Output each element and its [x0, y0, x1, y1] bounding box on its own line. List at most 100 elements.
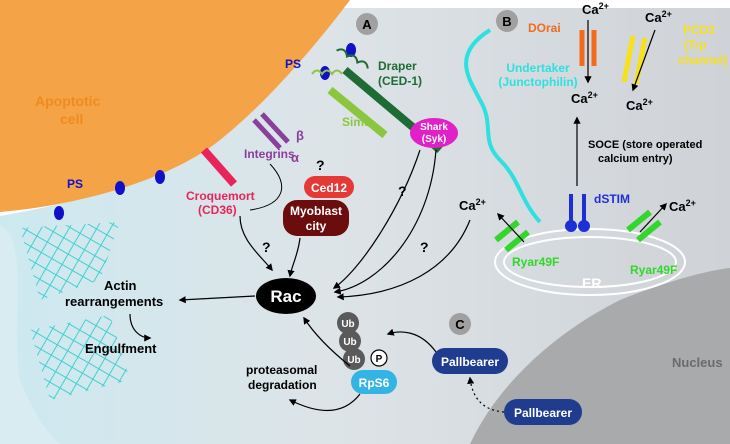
arrow-croquemort-rac	[239, 215, 273, 272]
shark-node	[410, 118, 458, 148]
proteasomal-label-2: degradation	[248, 378, 317, 392]
pcd2-label-3: channel)	[678, 53, 727, 67]
apoptotic-cell-label: Apoptotic	[35, 93, 101, 109]
myoblast-city-node	[283, 200, 349, 236]
ub-label: Ub	[347, 355, 360, 366]
ps-dot	[320, 66, 330, 80]
actin-label-2: rearrangements	[65, 294, 163, 309]
ryar-right-label: Ryar49F	[630, 263, 677, 277]
simu-receptor	[327, 86, 388, 139]
simu-label: Simu	[342, 115, 371, 129]
ps-dot	[115, 181, 125, 195]
integrins-label: Integrins	[244, 147, 295, 161]
draper-label-2: (CED-1)	[378, 74, 422, 88]
phagocyte-cell-lower	[0, 225, 60, 444]
simu-coil	[311, 69, 343, 76]
ryar-right-a	[626, 209, 652, 233]
integrin-connector	[249, 163, 283, 211]
croquemort-receptor	[201, 147, 237, 187]
ub-node	[339, 330, 361, 352]
panel-c-badge	[449, 313, 471, 335]
ps-label-top: PS	[285, 57, 301, 71]
croquemort-label: Croquemort	[186, 189, 255, 203]
myoblast-label: Myoblast	[290, 204, 342, 218]
ps-dot	[54, 206, 64, 220]
dstim-head-left	[565, 220, 577, 232]
calcium-release-2: Ca2+	[669, 198, 696, 214]
calcium-extracellular-1: Ca2+	[582, 1, 609, 17]
er-outline-inner	[503, 236, 677, 288]
ub-label: Ub	[341, 319, 354, 330]
undertaker-strand	[464, 28, 542, 224]
arrow-rps6-rac	[303, 316, 351, 367]
ryar-left-b	[504, 229, 530, 253]
dstim-label: dSTIM	[594, 192, 630, 206]
ub-label: Ub	[343, 337, 356, 348]
arrow-ryar-right	[639, 202, 667, 233]
apoptotic-cell-label-2: cell	[60, 111, 83, 127]
shark-label: Shark	[420, 122, 448, 133]
arrow-pallbearer-ub	[386, 328, 437, 353]
ub-node	[337, 312, 359, 334]
draper-coil	[336, 48, 369, 69]
ps-label-bottom: PS	[67, 177, 83, 191]
integrin-beta	[252, 118, 282, 150]
panel-a-label: A	[362, 17, 372, 32]
arrow-myoblast-rac	[287, 237, 301, 278]
arrow-actin-engulfment	[129, 313, 152, 342]
actin-label: Actin	[104, 278, 137, 293]
question-integrin: ?	[316, 157, 325, 173]
question-draper: ?	[398, 183, 407, 199]
pcd2-label-2: (Trp	[684, 38, 707, 52]
arrow-pcd2-influx	[631, 29, 656, 92]
rps6-label: RpS6	[359, 376, 390, 390]
integrin-alpha-label: α	[291, 150, 299, 165]
shark-label-2: (Syk)	[422, 134, 446, 145]
panel-c-label: C	[455, 317, 465, 332]
ced12-node	[304, 176, 354, 198]
draper-label: Draper	[378, 59, 417, 73]
phospho-node	[370, 349, 388, 367]
arrow-shark-rac	[333, 149, 437, 295]
engulfment-label: Engulfment	[85, 341, 157, 356]
question-croquemort: ?	[262, 239, 271, 255]
undertaker-label-2: (Junctophilin)	[498, 75, 577, 89]
ryar-right-b	[636, 219, 662, 243]
calcium-influx-1: Ca2+	[571, 90, 598, 106]
phagocyte-cell	[0, 8, 730, 444]
arrow-rac-actin	[178, 295, 256, 304]
integrin-alpha	[260, 112, 290, 144]
er-label: ER	[582, 275, 601, 291]
arrow-draper-rac	[332, 149, 421, 289]
croquemort-label-2: (CD36)	[198, 203, 237, 217]
panel-a-badge	[356, 13, 378, 35]
er-outline-outer	[494, 228, 686, 296]
calcium-extracellular-2: Ca2+	[645, 9, 672, 25]
arrow-rps6-degradation	[288, 393, 361, 412]
dorai-label: DOrai	[528, 21, 561, 35]
dstim-head-right	[578, 220, 590, 232]
ced12-label: Ced12	[311, 181, 347, 195]
rac-node	[256, 278, 316, 314]
pallbearer-nuclear-node	[504, 399, 582, 425]
actin-mesh-lower	[30, 315, 130, 400]
rac-label: Rac	[270, 287, 301, 306]
panel-b-badge	[496, 10, 518, 32]
undertaker-label: Undertaker	[506, 61, 570, 75]
myoblast-label-2: city	[306, 219, 327, 233]
nucleus-label: Nucleus	[672, 355, 723, 370]
ps-dot	[346, 43, 356, 57]
arrow-calcium-rac	[336, 219, 471, 301]
ryar-left-label: Ryar49F	[512, 255, 559, 269]
calcium-influx-2: Ca2+	[626, 97, 653, 113]
ps-dot	[155, 170, 165, 184]
proteasomal-label: proteasomal	[246, 363, 317, 377]
pallbearer-node	[432, 348, 508, 374]
soce-label: SOCE (store operated	[588, 139, 702, 151]
ps-dots	[54, 43, 356, 220]
panel-b-label: B	[502, 14, 511, 29]
arrow-pallbearer-export	[467, 376, 505, 413]
pcd2-channel-left	[621, 35, 636, 83]
